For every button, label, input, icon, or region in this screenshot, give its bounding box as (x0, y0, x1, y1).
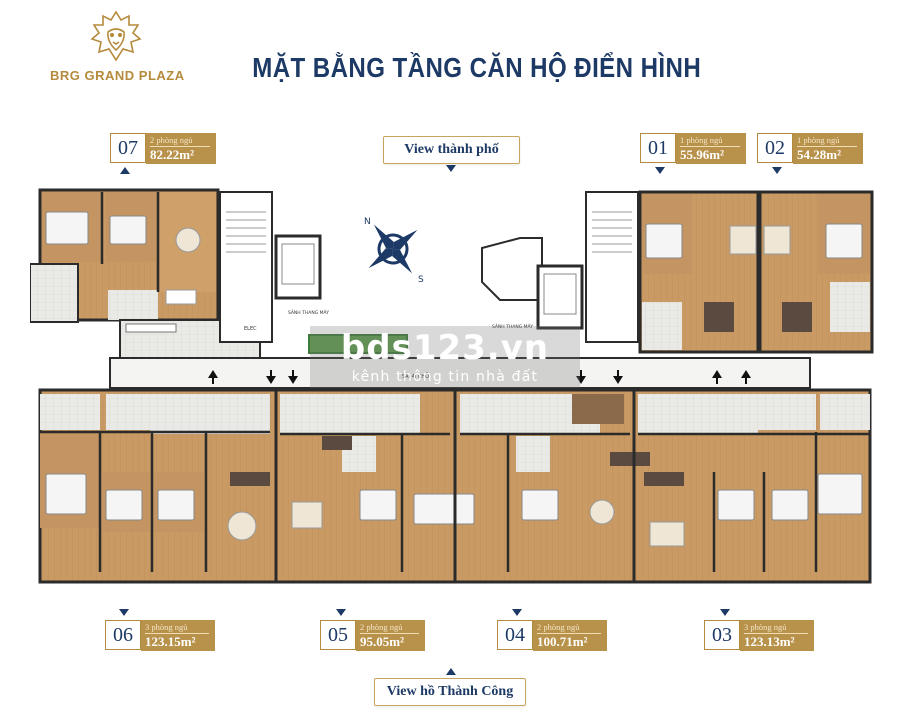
right-core-plan: SẢNH THANG MÁY (481, 191, 639, 343)
watermark-sub: kênh thông tin nhà đất (351, 369, 539, 385)
unit-area: 82.22m² (150, 147, 194, 162)
unit-info: 2 phòng ngủ 100.71m² (533, 620, 607, 651)
unit-07-plan (30, 188, 220, 323)
corridor-label: SẢI 4I CHỖ (402, 372, 429, 380)
unit-05-plan (280, 390, 475, 582)
unit-06-plan (40, 390, 278, 582)
unit-01-plan (638, 190, 760, 354)
unit-badge-03[interactable]: 03 3 phòng ngủ 123.13m² (704, 620, 814, 651)
unit-info: 2 phòng ngủ 82.22m² (146, 133, 216, 164)
watermark-main: bds123.vn (340, 328, 550, 368)
unit-info: 3 phòng ngủ 123.13m² (740, 620, 814, 651)
unit-rooms: 2 phòng ngủ (360, 622, 403, 632)
unit-area: 100.71m² (537, 634, 588, 649)
unit-badge-01[interactable]: 01 1 phòng ngủ 55.96m² (640, 133, 746, 164)
left-core-plan: SẢNH THANG MÁY ELEC (219, 191, 329, 343)
view-bottom-arrow-icon (446, 668, 456, 675)
unit-badge-04[interactable]: 04 2 phòng ngủ 100.71m² (497, 620, 607, 651)
unit-badge-07[interactable]: 07 2 phòng ngủ 82.22m² (110, 133, 216, 164)
unit-number: 04 (497, 620, 533, 650)
unit-number: 07 (110, 133, 146, 163)
lion-head-icon (90, 10, 142, 62)
divider (797, 146, 857, 147)
unit-area: 123.15m² (145, 634, 196, 649)
entry-arrows (208, 370, 751, 384)
unit-badge-06[interactable]: 06 3 phòng ngủ 123.15m² (105, 620, 215, 651)
unit-03-pointer-icon (720, 609, 730, 616)
compass-south: S (418, 275, 424, 285)
divider (537, 633, 601, 634)
view-label-top: View thành phố (383, 136, 520, 164)
unit-info: 1 phòng ngủ 55.96m² (676, 133, 746, 164)
watermark: bds123.vn kênh thông tin nhà đất (310, 326, 580, 388)
unit-number: 02 (757, 133, 793, 163)
unit-area: 54.28m² (797, 147, 841, 162)
view-label-bottom: View hồ Thành Công (374, 678, 526, 706)
floor-plan: SẢNH THANG MÁY ELEC SẢNH THANG MÁY SẢ (30, 188, 874, 584)
unit-rooms: 2 phòng ngủ (537, 622, 580, 632)
divider (680, 146, 740, 147)
unit-number: 06 (105, 620, 141, 650)
unit-badge-02[interactable]: 02 1 phòng ngủ 54.28m² (757, 133, 863, 164)
divider (150, 146, 210, 147)
unit-07-pointer-icon (120, 167, 130, 174)
elec-label: ELEC (244, 326, 257, 332)
unit-rooms: 2 phòng ngủ (150, 135, 193, 145)
unit-number: 03 (704, 620, 740, 650)
brand-logo: BRG GRAND PLAZA (50, 8, 185, 90)
unit-area: 95.05m² (360, 634, 404, 649)
unit-rooms: 1 phòng ngủ (797, 135, 840, 145)
unit-area: 55.96m² (680, 147, 724, 162)
lobby-left-label: SẢNH THANG MÁY (288, 308, 329, 316)
unit-number: 01 (640, 133, 676, 163)
unit-number: 05 (320, 620, 356, 650)
unit-06-pointer-icon (119, 609, 129, 616)
unit-info: 2 phòng ngủ 95.05m² (356, 620, 425, 651)
unit-01-pointer-icon (655, 167, 665, 174)
divider (360, 633, 419, 634)
unit-04-pointer-icon (512, 609, 522, 616)
unit-02-plan (758, 190, 874, 354)
unit-info: 1 phòng ngủ 54.28m² (793, 133, 863, 164)
divider (145, 633, 209, 634)
unit-rooms: 3 phòng ngủ (744, 622, 787, 632)
compass-north: N (364, 217, 371, 227)
view-top-arrow-icon (446, 165, 456, 172)
unit-rooms: 3 phòng ngủ (145, 622, 188, 632)
unit-info: 3 phòng ngủ 123.15m² (141, 620, 215, 651)
unit-badge-05[interactable]: 05 2 phòng ngủ 95.05m² (320, 620, 425, 651)
unit-rooms: 1 phòng ngủ (680, 135, 723, 145)
compass-icon: N S (364, 217, 424, 285)
page-title: MẶT BẰNG TẦNG CĂN HỘ ĐIỂN HÌNH (252, 52, 702, 83)
unit-area: 123.13m² (744, 634, 795, 649)
unit-05-pointer-icon (336, 609, 346, 616)
unit-02-pointer-icon (772, 167, 782, 174)
brand-name: BRG GRAND PLAZA (50, 68, 185, 83)
divider (744, 633, 808, 634)
lobby-right-label: SẢNH THANG MÁY (492, 322, 533, 330)
unit-04-plan (460, 390, 650, 582)
unit-03-plan (638, 394, 870, 547)
